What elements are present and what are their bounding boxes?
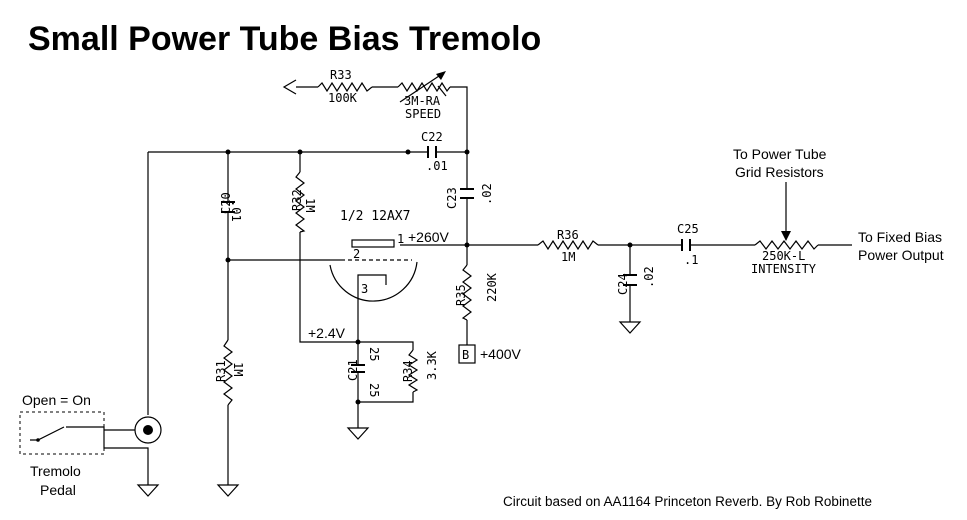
r34-ref: R34 xyxy=(401,360,415,382)
notes: To Power Tube Grid Resistors To Fixed Bi… xyxy=(22,146,944,509)
c22-value: .01 xyxy=(426,159,448,173)
plate-voltage: +260V xyxy=(408,229,450,245)
c21-ref: C21 xyxy=(346,359,360,381)
cathode-voltage: +2.4V xyxy=(308,325,346,341)
tube-pin-1: 1 xyxy=(397,232,404,246)
r33-value: 100K xyxy=(328,91,358,105)
r32-value: 1M xyxy=(303,198,317,212)
resistors xyxy=(223,81,819,406)
c25-value: .1 xyxy=(684,253,698,267)
output-note-1: To Fixed Bias xyxy=(858,229,942,245)
b-supply-label: B xyxy=(462,348,469,362)
r32-resistor xyxy=(295,171,306,233)
voltage-labels: +260V +2.4V +400V xyxy=(308,229,522,362)
intensity-value: 250K-L xyxy=(762,249,805,263)
c20-value: .01 xyxy=(229,200,243,222)
r36-resistor xyxy=(537,239,599,251)
c25-ref: C25 xyxy=(677,222,699,236)
pot-arrows xyxy=(399,71,791,241)
r31-ref: R31 xyxy=(214,360,228,382)
pedal-label-1: Tremolo xyxy=(30,463,81,479)
page-title: Small Power Tube Bias Tremolo xyxy=(28,20,542,58)
c20-ref: C20 xyxy=(219,192,233,214)
speed-label: SPEED xyxy=(405,107,441,121)
wires xyxy=(66,86,852,485)
pedal-switch xyxy=(19,411,105,455)
tube-12ax7: 2 1 3 xyxy=(329,232,418,302)
pedal-label-2: Pedal xyxy=(40,482,76,498)
switch-label: Open = On xyxy=(22,392,91,408)
output-note-2: Power Output xyxy=(858,247,944,263)
r35-resistor xyxy=(461,264,472,321)
c23-ref: C23 xyxy=(445,187,459,209)
grid-note-1: To Power Tube xyxy=(733,146,827,162)
tube-label: 1/2 12AX7 xyxy=(340,209,410,224)
c24-value: .02 xyxy=(642,266,656,288)
c21-value: 25 xyxy=(367,347,381,361)
r35-value: 220K xyxy=(485,272,499,302)
r32-ref: R32 xyxy=(290,189,304,211)
intensity-label: INTENSITY xyxy=(751,262,817,276)
junctions xyxy=(225,149,633,405)
b-supply-box xyxy=(458,344,476,364)
r35-ref: R35 xyxy=(454,284,468,306)
r36-value: 1M xyxy=(561,250,575,264)
intensity-pot xyxy=(754,240,819,250)
r33-ref: R33 xyxy=(330,68,352,82)
r36-ref: R36 xyxy=(557,228,579,242)
tube-pin-2: 2 xyxy=(353,247,360,261)
speed-pot xyxy=(397,81,451,93)
speed-value: 3M-RA xyxy=(404,94,441,108)
r31-value: 1M xyxy=(231,362,245,376)
tube-pin-3: 3 xyxy=(361,282,368,296)
r31-resistor xyxy=(223,339,233,406)
r34-resistor xyxy=(407,349,419,393)
c24-ref: C24 xyxy=(616,273,630,295)
c21-voltage: 25 xyxy=(367,383,381,397)
credit-text: Circuit based on AA1164 Princeton Reverb… xyxy=(503,494,872,509)
r33-resistor xyxy=(317,81,373,93)
r34-value: 3.3K xyxy=(425,350,439,380)
grounds xyxy=(136,79,642,497)
c23-value: .02 xyxy=(480,183,494,205)
capacitors xyxy=(221,146,691,373)
component-labels: R33 100K 3M-RA SPEED C22 .01 C20 .01 R32… xyxy=(214,68,817,397)
c22-ref: C22 xyxy=(421,130,443,144)
supply-voltage: +400V xyxy=(480,346,522,362)
grid-note-2: Grid Resistors xyxy=(735,164,824,180)
jack xyxy=(104,416,162,444)
